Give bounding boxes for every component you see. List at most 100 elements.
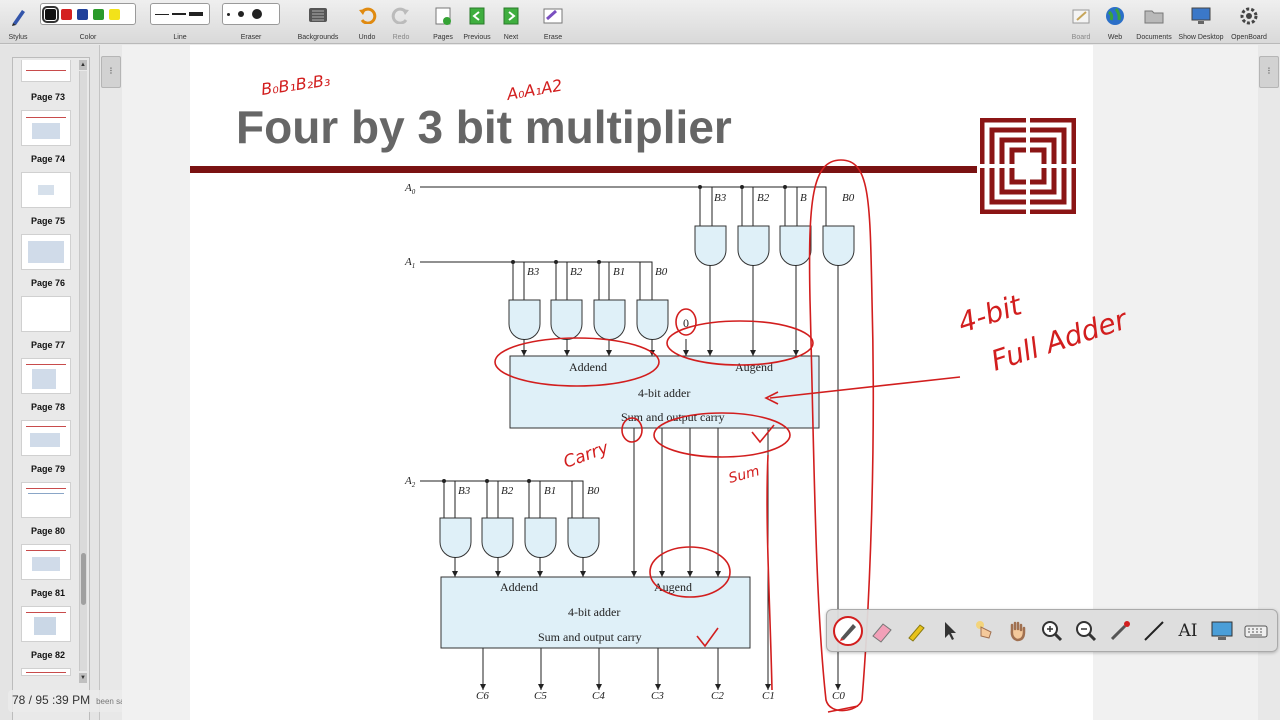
line-tool[interactable] [1141,618,1167,644]
next-button[interactable]: Next [498,4,524,42]
input-a0-label: A0 [404,182,416,196]
thumbnail-image [21,668,71,676]
highlighter-icon [908,624,925,642]
eraser-small-option[interactable] [227,12,230,16]
documents-button[interactable]: Documents [1134,4,1174,42]
hand-tool[interactable] [1005,618,1031,644]
output-c2-label: C2 [711,690,724,702]
eraser-label: Eraser [240,34,262,41]
zoom-in-tool[interactable] [1039,618,1065,644]
scroll-down-arrow[interactable]: ▼ [79,673,87,683]
backgrounds-button[interactable]: Backgrounds [296,4,340,42]
zoom-out-tool[interactable] [1073,618,1099,644]
line-icon [1144,621,1164,641]
output-c1-label: C1 [762,690,775,702]
page-list-scrollbar[interactable] [79,71,87,671]
pages-button[interactable]: Pages [430,4,456,42]
page-label: Page 76 [30,278,66,288]
ink-annotations [494,159,961,713]
thumbnail-image [21,172,71,208]
title-rule [190,166,977,173]
main-toolbar: Stylus Color Line Eraser Backgrounds [0,0,1280,44]
gate-label: B2 [757,192,770,204]
collapse-right-panel-button[interactable]: ⁝ [1259,56,1279,88]
board-button[interactable]: Board [1068,4,1094,42]
color-swatch-green[interactable] [93,8,104,20]
color-label: Color [79,34,97,41]
color-swatch-blue[interactable] [77,8,88,20]
ink-a-bits: A₀A₁A2 [504,76,563,105]
pointer-icon [945,622,956,640]
zoom-out-icon [1076,621,1097,642]
undo-icon [359,7,377,24]
erase-button[interactable]: Erase [540,4,566,42]
c0-column-loop [808,159,875,712]
check-mark-1 [751,424,775,444]
capture-tool[interactable] [1209,618,1235,644]
line-medium-option[interactable] [172,13,186,15]
output-c5-label: C5 [534,690,547,702]
interact-tool[interactable] [971,618,997,644]
thumbnail-image [21,234,71,270]
color-swatch-black[interactable] [42,5,59,23]
gate-label: B1 [544,485,556,497]
clock: :39 PM [52,693,91,707]
show-desktop-button[interactable]: Show Desktop [1178,4,1224,42]
page-label: Page 81 [30,588,66,598]
page-label: Page 77 [30,340,66,350]
page-label: Page 82 [30,650,66,660]
gate-label: B2 [501,485,514,497]
ink-b-bits: B₀B₁B₂B₃ [260,70,332,98]
adder2-title: 4-bit adder [568,605,620,619]
color-swatch-yellow[interactable] [109,8,120,20]
laser-icon [976,621,992,639]
previous-page-icon [469,7,485,25]
gate-label: B0 [587,485,600,497]
thumbnail-image [21,420,71,456]
folder-icon [1144,10,1164,24]
university-logo [980,118,1076,214]
thumbnail-image [21,60,71,82]
previous-button[interactable]: Previous [462,4,492,42]
thumbnail-image [21,358,71,394]
scroll-up-arrow[interactable]: ▲ [79,60,87,70]
text-tool[interactable]: AI [1175,618,1201,644]
thumbnail-image [21,296,71,332]
gate-label: B3 [714,192,727,204]
page-thumbnails: Page 73 Page 74 Page 75 Page 76 Page 77 … [12,57,90,720]
page-label: Page 78 [30,402,66,412]
eraser-size-selector [222,3,280,25]
thumbnail-image [21,606,71,642]
erase-board-icon [543,8,563,24]
openboard-menu-button[interactable]: OpenBoard [1230,4,1268,42]
pen-tools-palette: AI [826,609,1278,652]
collapse-left-panel-button[interactable]: ⁝ [101,56,121,88]
scrollbar-thumb[interactable] [81,553,86,605]
undo-button[interactable]: Undo [354,4,380,42]
page-label: Page 74 [30,154,66,164]
eraser-tool[interactable] [869,618,895,644]
ink-4-bit: 4-bit [954,288,1026,340]
laser-pointer-tool[interactable] [1107,618,1133,644]
gate-label: B2 [570,266,583,278]
zero-circle [675,308,697,336]
selector-tool[interactable] [937,618,963,644]
line-thick-option[interactable] [189,12,203,16]
globe-icon [1106,7,1124,25]
eraser-large-option[interactable] [252,9,262,19]
eraser-medium-option[interactable] [238,11,244,17]
thumbnail-image [21,482,71,518]
line-label: Line [173,34,187,41]
page-list-panel: Page 73 Page 74 Page 75 Page 76 Page 77 … [0,45,100,720]
pen-tool[interactable] [833,616,863,646]
redo-button[interactable]: Redo [388,4,414,42]
output-c0-label: C0 [832,690,845,702]
adder2-output-label: Sum and output carry [538,630,642,644]
web-button[interactable]: Web [1102,4,1128,42]
stylus-button[interactable]: Stylus [4,4,32,42]
color-swatch-red[interactable] [61,8,72,20]
carry-zero-circle [621,417,643,443]
keyboard-tool[interactable] [1243,618,1269,644]
highlighter-tool[interactable] [903,618,929,644]
line-thin-option[interactable] [155,13,169,15]
